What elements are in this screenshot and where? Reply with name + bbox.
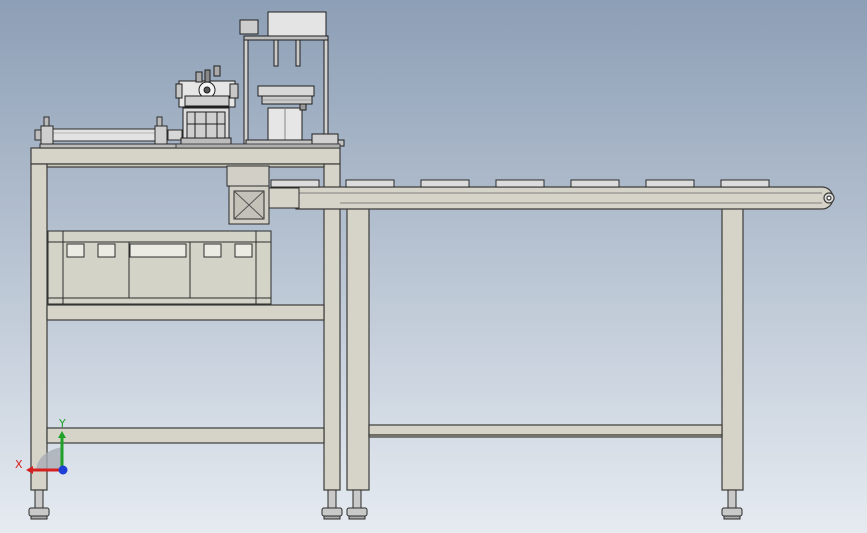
conveyor-lower-beam [368, 434, 723, 438]
frame-upper-beam [46, 304, 325, 321]
valve-unit[interactable] [175, 65, 239, 147]
coordinate-triad[interactable]: X Y [15, 417, 68, 475]
frame-left-leg [30, 163, 48, 491]
conveyor-pallets [270, 179, 770, 188]
triad-y-label: Y [58, 417, 66, 430]
foot-conveyor-left [346, 489, 368, 520]
triad-x-label: X [15, 458, 23, 471]
conveyor-belt[interactable] [295, 186, 835, 210]
frame-top-plate [30, 147, 341, 165]
conveyor-upper-beam [368, 424, 723, 436]
foot-left-frame-right [321, 489, 343, 520]
storage-crate[interactable] [47, 230, 272, 305]
conveyor-left-leg [346, 207, 370, 491]
machine-base-plate [175, 143, 341, 149]
drive-motor[interactable] [226, 165, 300, 225]
conveyor-frame[interactable] [346, 207, 744, 491]
conveyor-right-leg [721, 207, 744, 491]
frame-lower-beam [46, 427, 325, 444]
frame-inner-lip [46, 163, 325, 168]
pneumatic-cylinder[interactable] [34, 116, 183, 149]
foot-left-frame-left [28, 489, 50, 520]
foot-conveyor-right [721, 489, 743, 520]
left-machine-frame[interactable] [30, 147, 341, 491]
leveling-feet[interactable] [28, 489, 743, 520]
frame-right-leg [323, 163, 341, 491]
